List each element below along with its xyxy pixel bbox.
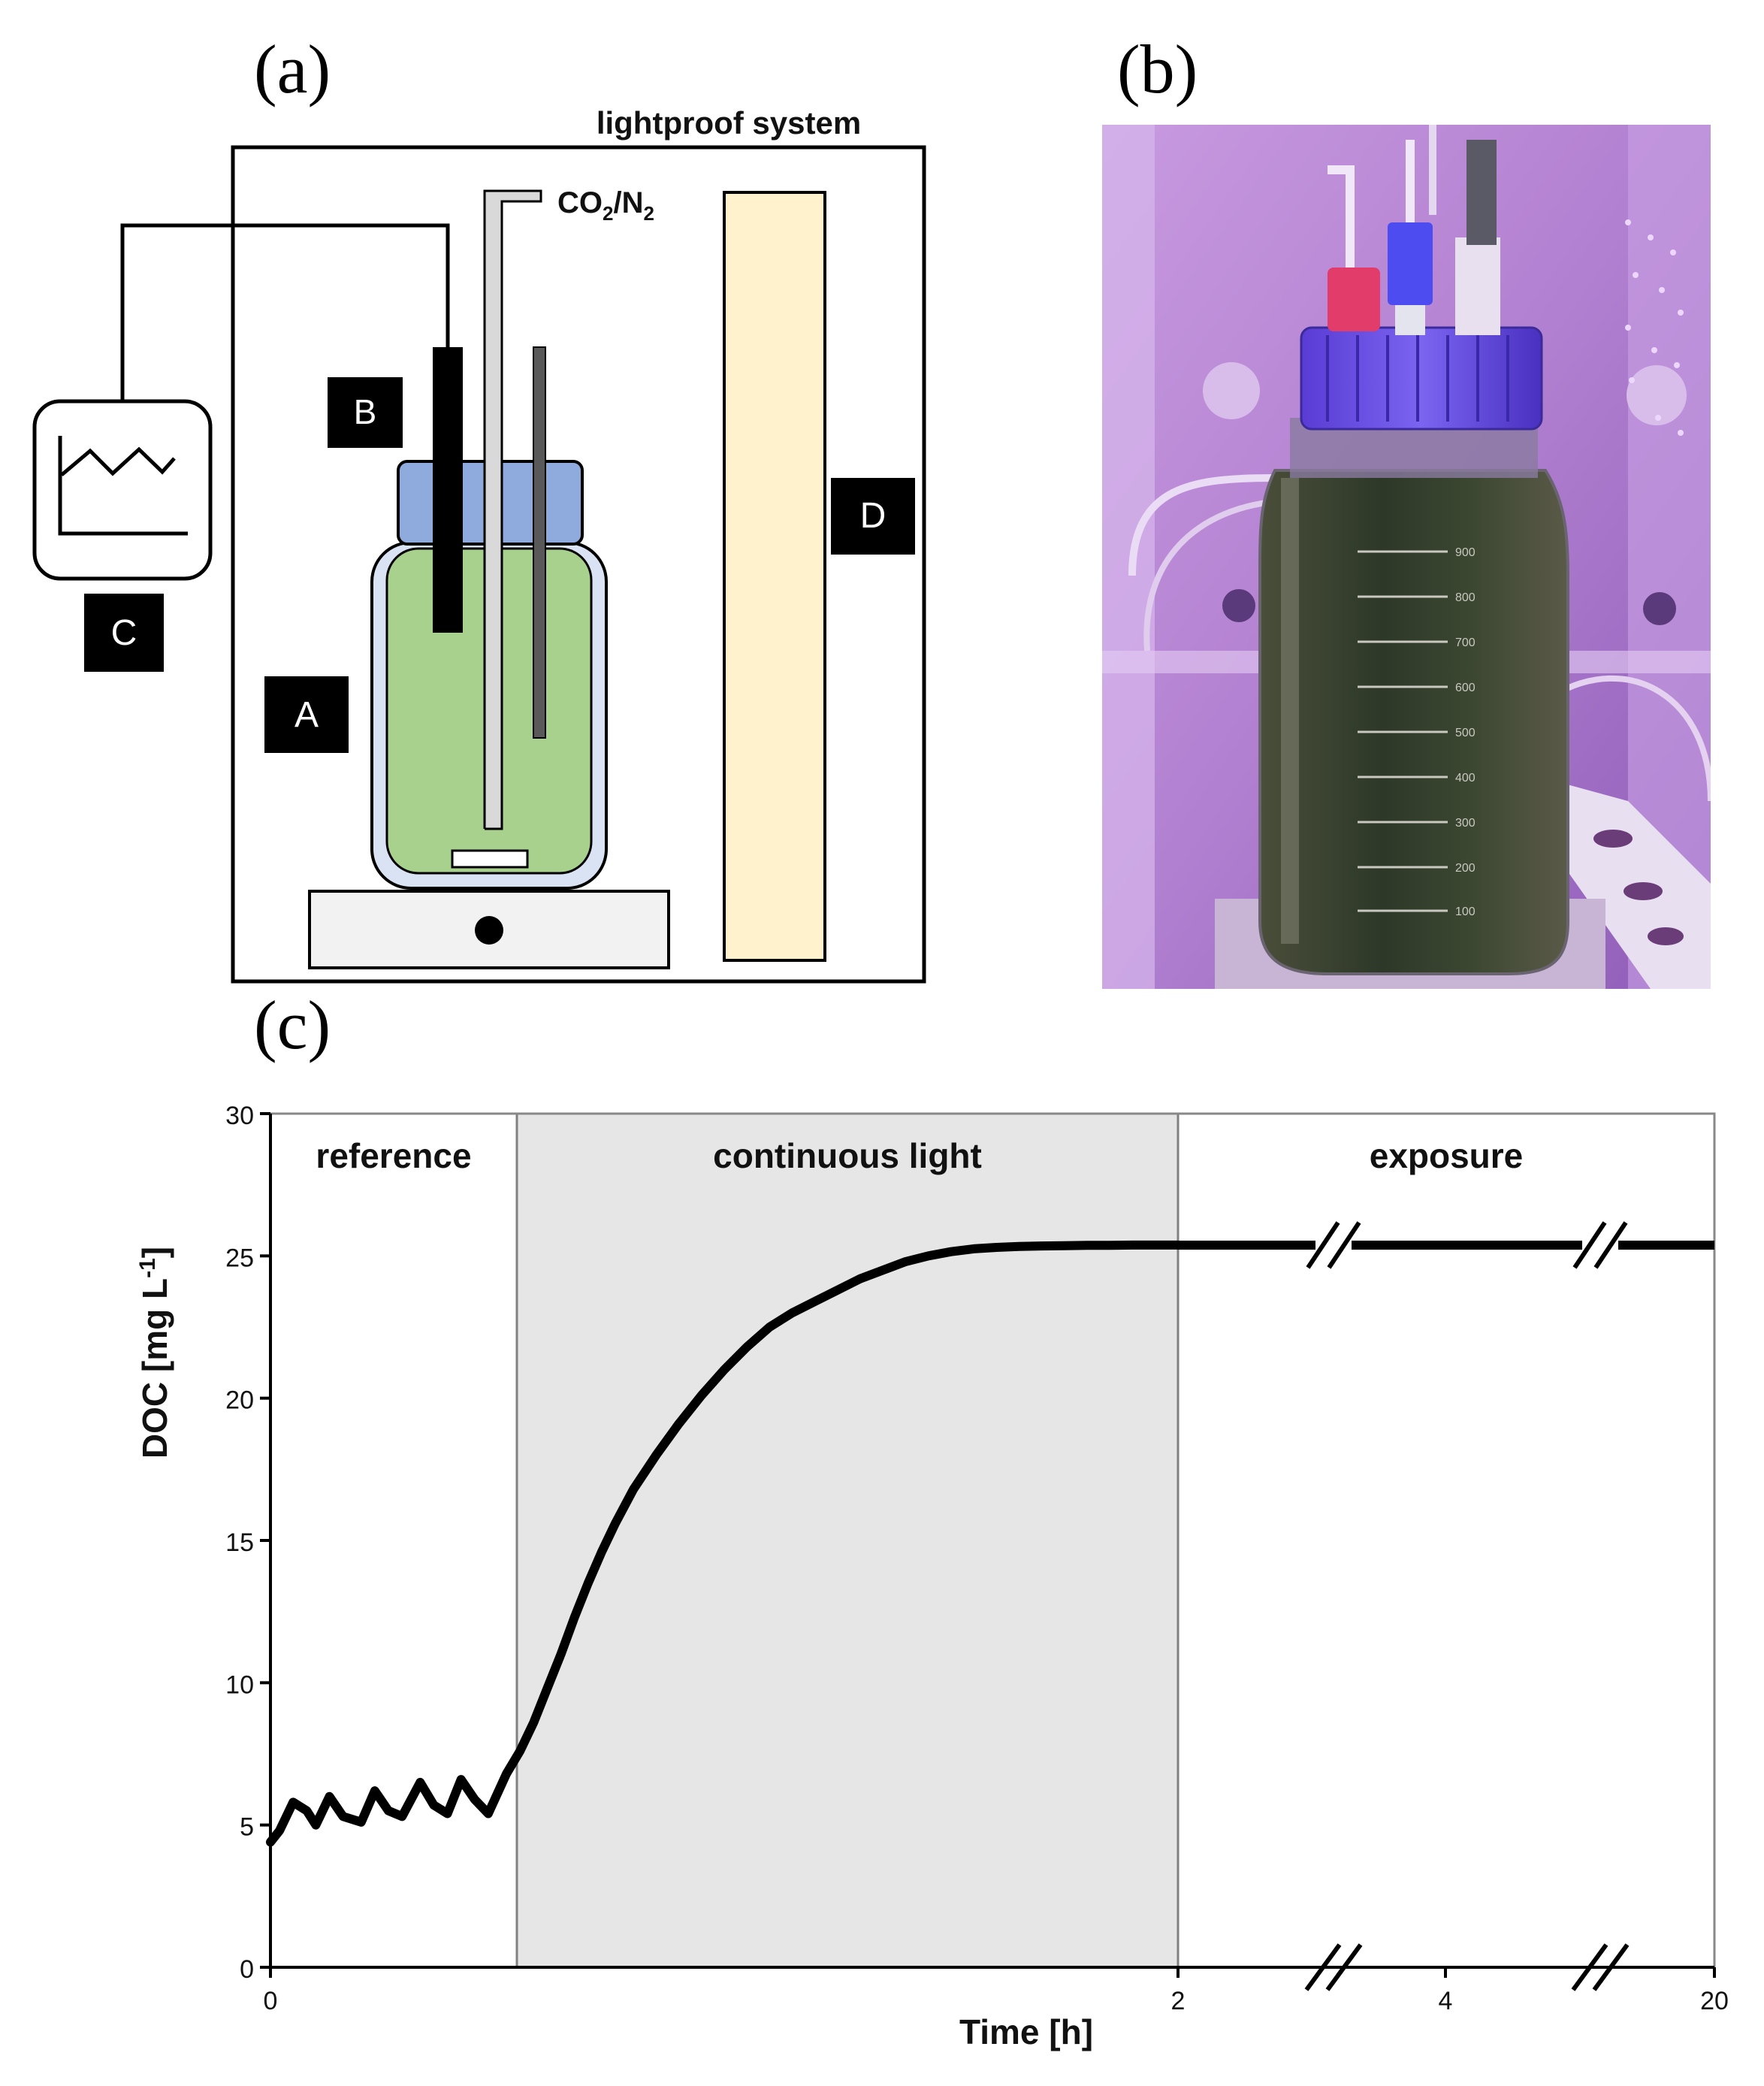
plateau-break — [1593, 1221, 1628, 1269]
label-a: A — [295, 695, 319, 735]
phase-label: reference — [316, 1136, 471, 1175]
x-axis-break — [1325, 1943, 1363, 1991]
gas-inlet-tube — [483, 189, 542, 830]
x-axis-label: Time [h] — [959, 2012, 1093, 2051]
phase-label: exposure — [1370, 1136, 1524, 1175]
label-b: B — [354, 392, 377, 431]
doc-chart: reference continuous light exposure 0 5 10 15… — [135, 1102, 1729, 2051]
scale-mark: 500 — [1455, 727, 1476, 739]
y-tick-label: 15 — [225, 1528, 254, 1557]
sensor-cable — [120, 223, 450, 401]
lightproof-enclosure — [231, 145, 926, 984]
x-axis-break — [1571, 1943, 1608, 1991]
label-c: C — [111, 613, 137, 653]
y-tick-label: 10 — [225, 1670, 254, 1699]
scale-mark: 600 — [1455, 682, 1476, 694]
stir-bar — [451, 849, 529, 869]
y-tick-label: 25 — [225, 1244, 254, 1272]
label-box-d — [831, 478, 915, 555]
monitor-signal-icon — [58, 436, 188, 536]
y-tick-label: 30 — [225, 1102, 254, 1130]
photo-cap — [1300, 326, 1543, 431]
enclosure-label: lightproof system — [597, 105, 861, 141]
photo-scale: 900 800 700 600 500 400 300 200 100 — [1358, 546, 1476, 918]
panel-label-c: (c) — [254, 987, 331, 1063]
doc-series-line — [266, 1240, 1183, 1847]
stirrer-knob — [475, 916, 503, 945]
label-box-c — [84, 594, 164, 672]
x-tick-label: 20 — [1700, 1987, 1729, 2015]
sampling-tube — [533, 346, 546, 739]
y-tick-label: 5 — [240, 1813, 254, 1842]
phase-label: continuous light — [713, 1136, 982, 1175]
x-axis-break — [1592, 1943, 1630, 1991]
label-box-b — [328, 377, 403, 448]
phase-shade — [517, 1114, 1178, 1967]
photo-bioreactor: 900 800 700 600 500 400 300 200 100 — [1102, 125, 1711, 989]
y-axis-label: DOC [mg L-1] — [135, 1247, 174, 1459]
setup-diagram: lightproof system CO2/N2 B C A D — [32, 105, 926, 984]
label-box-a — [264, 676, 349, 753]
scale-mark: 900 — [1455, 546, 1476, 559]
plateau-break — [1572, 1221, 1607, 1269]
panel-label-b: (b) — [1117, 31, 1198, 107]
gas-label: CO2/N2 — [557, 186, 654, 225]
plateau-break — [1327, 1221, 1361, 1269]
x-tick-label: 4 — [1439, 1987, 1453, 2015]
light-source — [723, 191, 826, 962]
plateau-break — [1306, 1221, 1340, 1269]
x-axis-break — [1304, 1943, 1342, 1991]
photo-bottle — [1258, 469, 1569, 975]
sensor-probe — [433, 347, 463, 633]
scale-mark: 700 — [1455, 636, 1476, 649]
scale-mark: 200 — [1455, 862, 1476, 875]
panel-label-a: (a) — [254, 31, 331, 107]
scale-mark: 100 — [1455, 905, 1476, 918]
y-tick-label: 20 — [225, 1386, 254, 1415]
y-tick-label: 0 — [240, 1955, 254, 1984]
x-tick-label: 0 — [264, 1987, 278, 2015]
scale-mark: 400 — [1455, 772, 1476, 785]
x-tick-label: 2 — [1171, 1987, 1186, 2015]
label-d: D — [860, 496, 887, 536]
monitor-wave — [60, 446, 176, 476]
scale-mark: 800 — [1455, 591, 1476, 604]
scale-mark: 300 — [1455, 817, 1476, 830]
